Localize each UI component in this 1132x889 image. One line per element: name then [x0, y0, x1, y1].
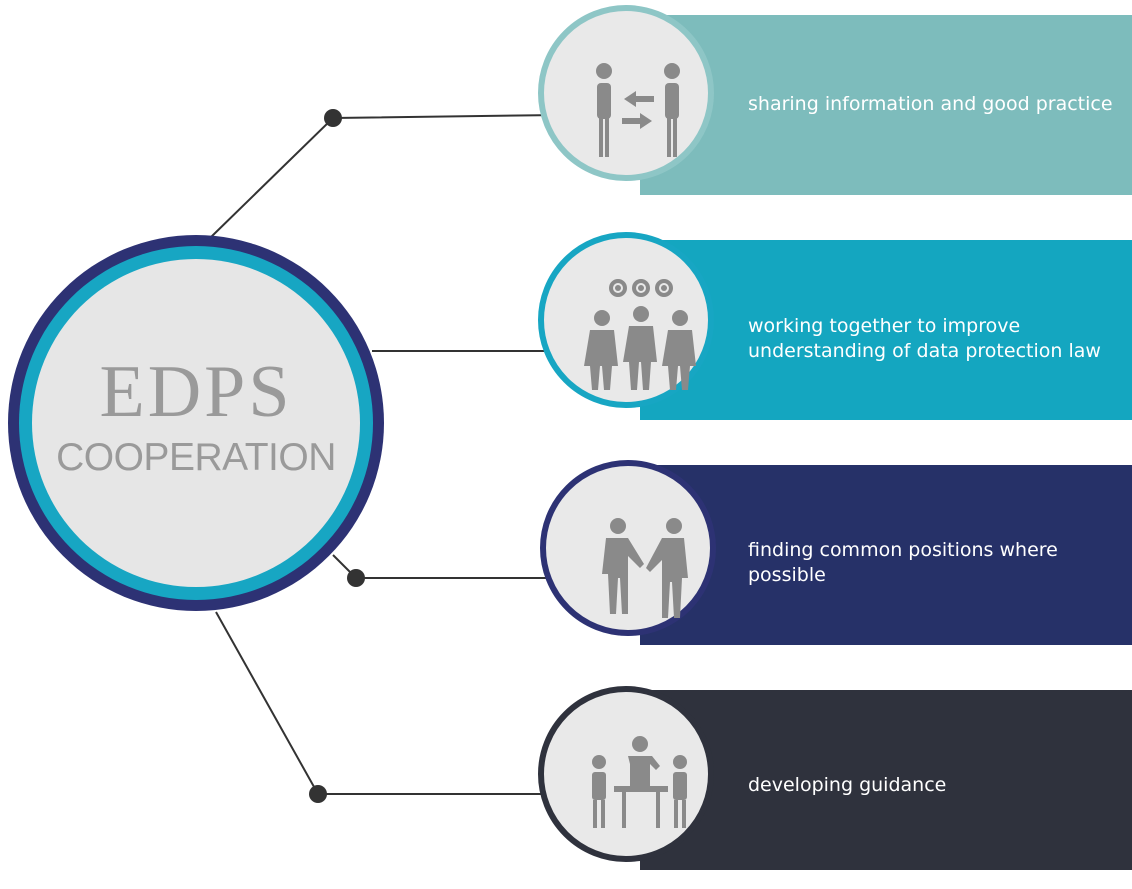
meeting-table-icon [592, 736, 687, 828]
banner-working-together [640, 240, 1132, 420]
icon-circle-working-together [538, 232, 714, 408]
item-label-working-together: working together to improve understandin… [748, 315, 1101, 362]
connector-dot-3 [347, 569, 365, 587]
connector-dot-1 [324, 109, 342, 127]
hub-circle [32, 259, 360, 587]
hub-subtitle: COOPERATION [56, 436, 336, 479]
banner-sharing [640, 15, 1132, 195]
connector-3 [332, 554, 562, 579]
item-label-common-positions: finding common positions where possible [748, 539, 1058, 586]
banner-common-positions [640, 465, 1132, 645]
connector-4 [215, 611, 560, 795]
hub-title: EDPS [99, 351, 293, 433]
icon-circle-common-positions [540, 460, 716, 636]
icon-circle-sharing [538, 5, 714, 181]
handshake-icon [602, 518, 688, 618]
team-gears-icon [584, 279, 696, 390]
people-exchange-icon [596, 63, 680, 157]
connector-1 [209, 114, 561, 239]
item-label-sharing: sharing information and good practice [748, 93, 1113, 115]
item-label-guidance: developing guidance [748, 774, 947, 796]
connector-dot-4 [309, 785, 327, 803]
banner-guidance [640, 690, 1132, 870]
icon-circle-guidance [538, 686, 714, 862]
